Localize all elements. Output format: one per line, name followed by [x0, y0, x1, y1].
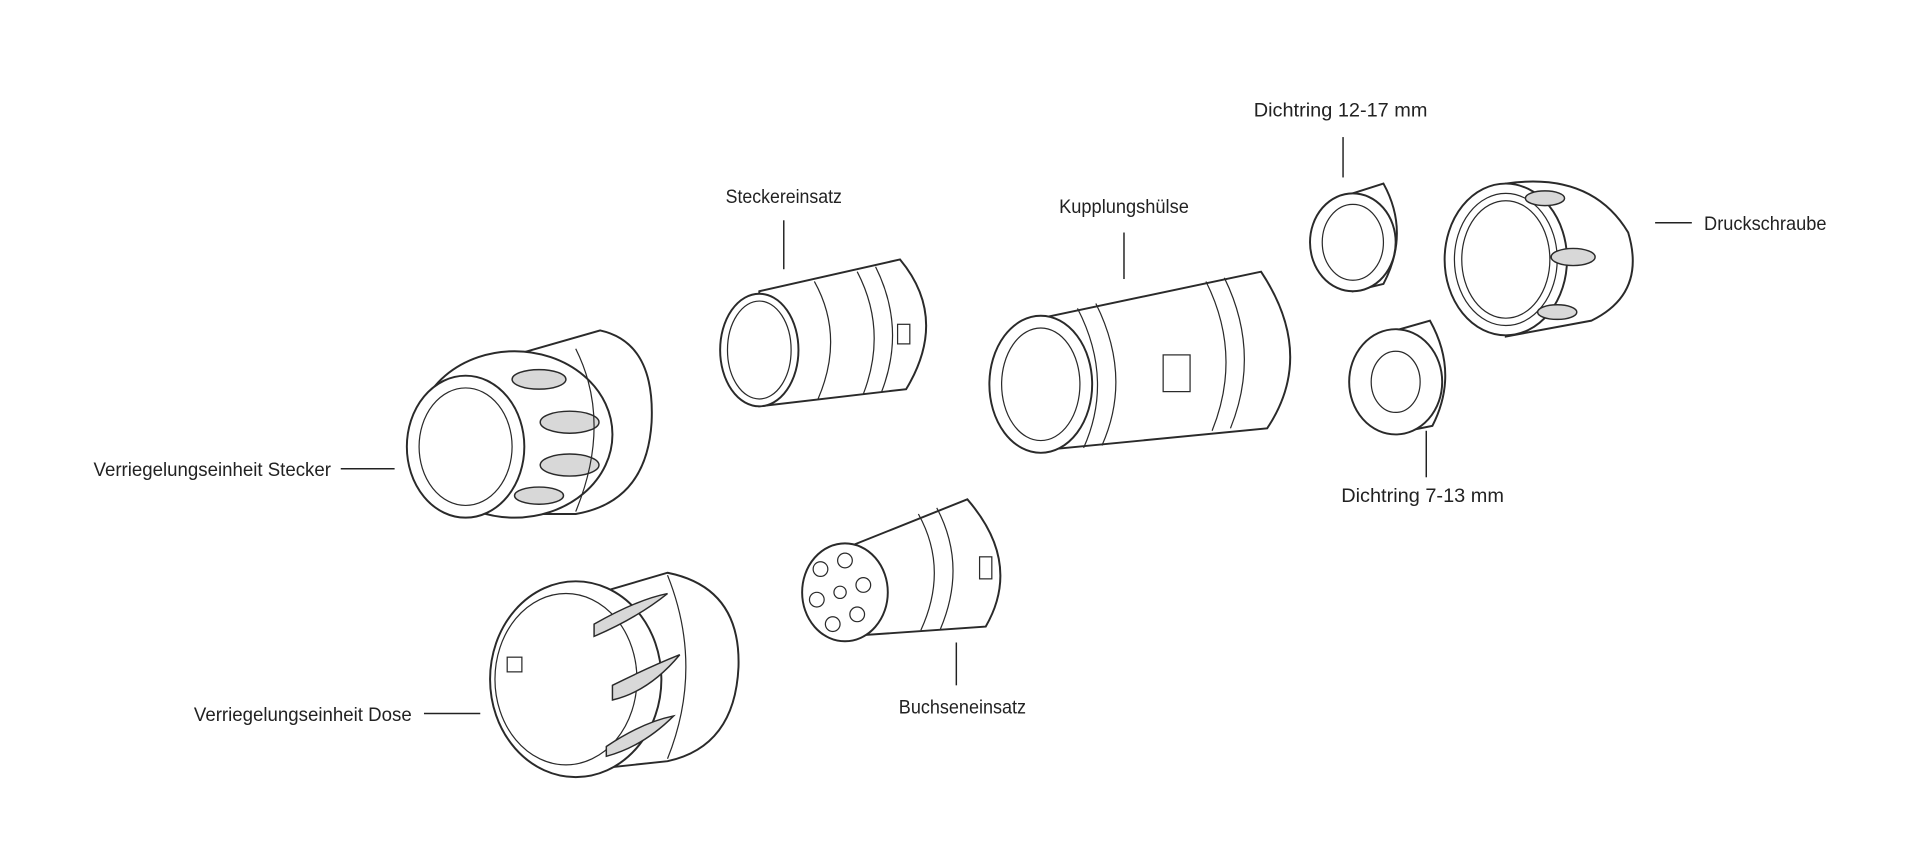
part-kupplungshuelse [988, 270, 1292, 454]
leader-lines [340, 137, 1692, 715]
label-verriegelungseinheit-stecker: Verriegelungseinheit Stecker [94, 459, 332, 481]
part-verriegelungseinheit-dose [489, 571, 740, 779]
label-steckereinsatz: Steckereinsatz [726, 186, 842, 208]
label-kupplungshuelse: Kupplungshülse [1059, 196, 1189, 218]
label-verriegelungseinheit-dose: Verriegelungseinheit Dose [194, 704, 412, 726]
label-dichtring-12-17: Dichtring 12-17 mm [1254, 99, 1428, 121]
part-verriegelungseinheit-stecker [405, 329, 653, 519]
part-dichtring-7-13 [1348, 319, 1447, 436]
part-buchseneinsatz [801, 498, 1002, 643]
part-steckereinsatz [719, 258, 928, 408]
label-dichtring-7-13: Dichtring 7-13 mm [1341, 485, 1504, 507]
label-buchseneinsatz: Buchseneinsatz [899, 696, 1026, 718]
part-dichtring-12-17 [1309, 182, 1398, 293]
label-druckschraube: Druckschraube [1704, 213, 1826, 235]
part-druckschraube [1443, 180, 1634, 338]
